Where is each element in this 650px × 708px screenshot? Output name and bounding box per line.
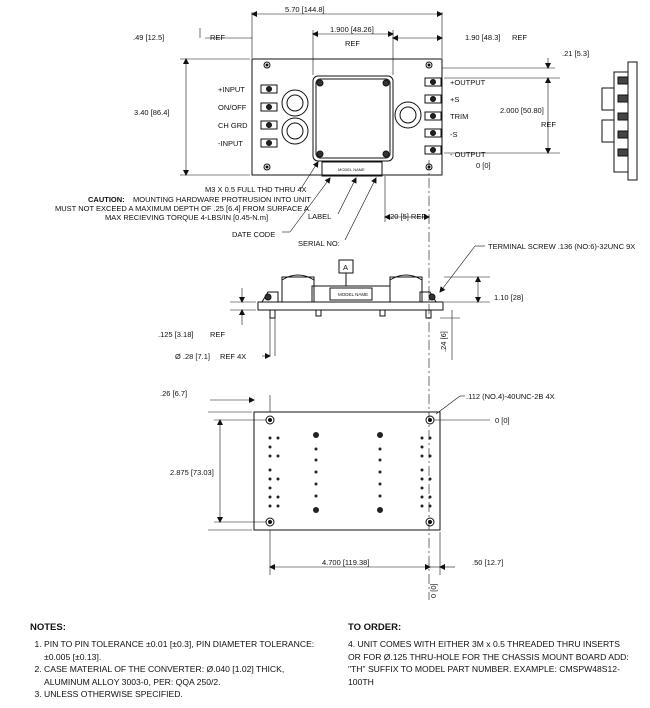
caution-line-2: MUST NOT EXCEED A MAXIMUM DEPTH OF .25 […: [55, 204, 311, 213]
module-screws: [316, 79, 390, 158]
side-module: [311, 285, 391, 303]
dim-side-height: 1.10 [28]: [494, 293, 523, 302]
dim-right-span: 1.90 [48.3]: [465, 33, 500, 42]
dim-bottom-width: 4.700 [119.38]: [322, 558, 369, 567]
output-capacitor: [394, 101, 422, 129]
dim-overall-width: 5.70 [144.8]: [285, 5, 325, 14]
dim-bottom-zero-right: 0 [0]: [495, 416, 510, 425]
top-view-outline: [251, 58, 443, 176]
terminal-screw-note: TERMINAL SCREW .136 (NO:6)-32UNC 9X: [488, 242, 635, 251]
dim-output-pitch: 2.000 [50.80]: [500, 106, 544, 115]
serial-no-callout: SERIAL NO:: [298, 239, 340, 248]
dim-height: 3.40 [86.4]: [134, 108, 169, 117]
input-terminals: [260, 84, 278, 148]
pin-label-output-pos: +OUTPUT: [450, 78, 486, 87]
dim-pin-diameter: Ø .28 [7.1]: [175, 352, 210, 361]
ref-pin: REF 4X: [220, 352, 246, 361]
dim-bottom-zero: 0 [0]: [429, 583, 438, 598]
pin-label-ch-grd: CH GRD: [218, 121, 248, 130]
top-view-labels: 5.70 [144.8] .49 [12.5] REF 1.900 [48.26…: [55, 5, 589, 248]
notes-title: NOTES:: [30, 622, 66, 633]
right-side-view: [601, 61, 638, 181]
pin-label-on-off: ON/OFF: [218, 103, 247, 112]
pin-label-sense-neg: -S: [450, 130, 458, 139]
dim-center-span: 1.900 [48.26]: [330, 25, 374, 34]
side-model-label: MODEL NAME: [338, 292, 368, 297]
datum-a-label: A: [343, 263, 348, 272]
bottom-pin-holes: [268, 432, 432, 513]
dim-bottom-height: 2.875 [73.03]: [170, 468, 214, 477]
pin-label-input-pos: +INPUT: [218, 85, 245, 94]
ref-left: REF: [210, 33, 225, 42]
pin-label-output-neg: - OUTPUT: [450, 150, 486, 159]
caution-title: CAUTION:: [88, 195, 125, 204]
dim-bottom-right-offset: .50 [12.7]: [472, 558, 503, 567]
dim-pin-length: .24 [6]: [439, 331, 448, 352]
top-model-label: MODEL NAME: [338, 167, 365, 172]
note-2: CASE MATERIAL OF THE CONVERTER: Ø.040 [1…: [44, 663, 330, 688]
notes-list: PIN TO PIN TOLERANCE ±0.01 [±0.3], PIN D…: [30, 638, 330, 700]
order-title: TO ORDER:: [348, 622, 402, 633]
note-1: PIN TO PIN TOLERANCE ±0.01 [±0.3], PIN D…: [44, 638, 330, 663]
order-item: 4. UNIT COMES WITH EITHER 3M x 0.5 THREA…: [348, 639, 629, 687]
side-view: [257, 259, 444, 319]
bottom-mounting-holes: [265, 415, 435, 527]
note-3: UNLESS OTHERWISE SPECIFIED.: [44, 688, 330, 700]
input-capacitors: [281, 89, 309, 145]
bottom-view-labels: .26 [6.7] .112 (NO.4)-40UNC-2B 4X 0 [0] …: [160, 389, 555, 598]
ref-output: REF: [541, 120, 556, 129]
caution-line-1: MOUNTING HARDWARE PROTRUSION INTO UNIT: [133, 195, 311, 204]
notes-section: NOTES: PIN TO PIN TOLERANCE ±0.01 [±0.3]…: [30, 622, 330, 700]
dim-pin-offset: .21 [5.3]: [562, 49, 589, 58]
model-label-plate: [321, 161, 383, 177]
top-view: [251, 58, 443, 177]
pin-label-sense-pos: +S: [450, 95, 459, 104]
date-code-callout: DATE CODE: [232, 230, 275, 239]
dim-base-thickness: .125 [3.18]: [158, 330, 193, 339]
bottom-view-outline: [253, 411, 441, 531]
output-terminals: [424, 77, 442, 155]
dim-zero-right: 0 [0]: [476, 161, 491, 170]
side-view-labels: A TERMINAL SCREW .136 (NO:6)-32UNC 9X 1.…: [158, 242, 635, 361]
top-mounting-holes: [263, 61, 433, 171]
ref-right: REF: [512, 33, 527, 42]
bottom-view-dimensions: [208, 395, 490, 575]
pin-label-input-neg: -INPUT: [218, 139, 243, 148]
dim-label-offset: .20 [5] REF: [388, 212, 426, 221]
dim-left-edge: .49 [12.5]: [133, 33, 164, 42]
dim-bottom-left-offset: .26 [6.7]: [160, 389, 187, 398]
ref-center: REF: [345, 39, 360, 48]
bottom-view: [253, 411, 441, 531]
ref-base: REF: [210, 330, 225, 339]
thread-note-unc: .112 (NO.4)-40UNC-2B 4X: [466, 392, 555, 401]
top-view-module: [312, 75, 394, 162]
side-view-dimensions: [230, 245, 490, 360]
caution-line-3: MAX RECIEVING TORQUE 4-LBS/IN [0.45-N.m]: [105, 213, 268, 222]
order-section: TO ORDER: 4. UNIT COMES WITH EITHER 3M x…: [348, 622, 633, 688]
top-view-dimensions: [180, 11, 560, 600]
thread-note-m3: M3 X 0.5 FULL THD THRU 4X: [205, 185, 307, 194]
side-base-plate: [257, 301, 444, 311]
pin-label-trim: TRIM: [450, 112, 468, 121]
label-callout: LABEL: [308, 212, 331, 221]
